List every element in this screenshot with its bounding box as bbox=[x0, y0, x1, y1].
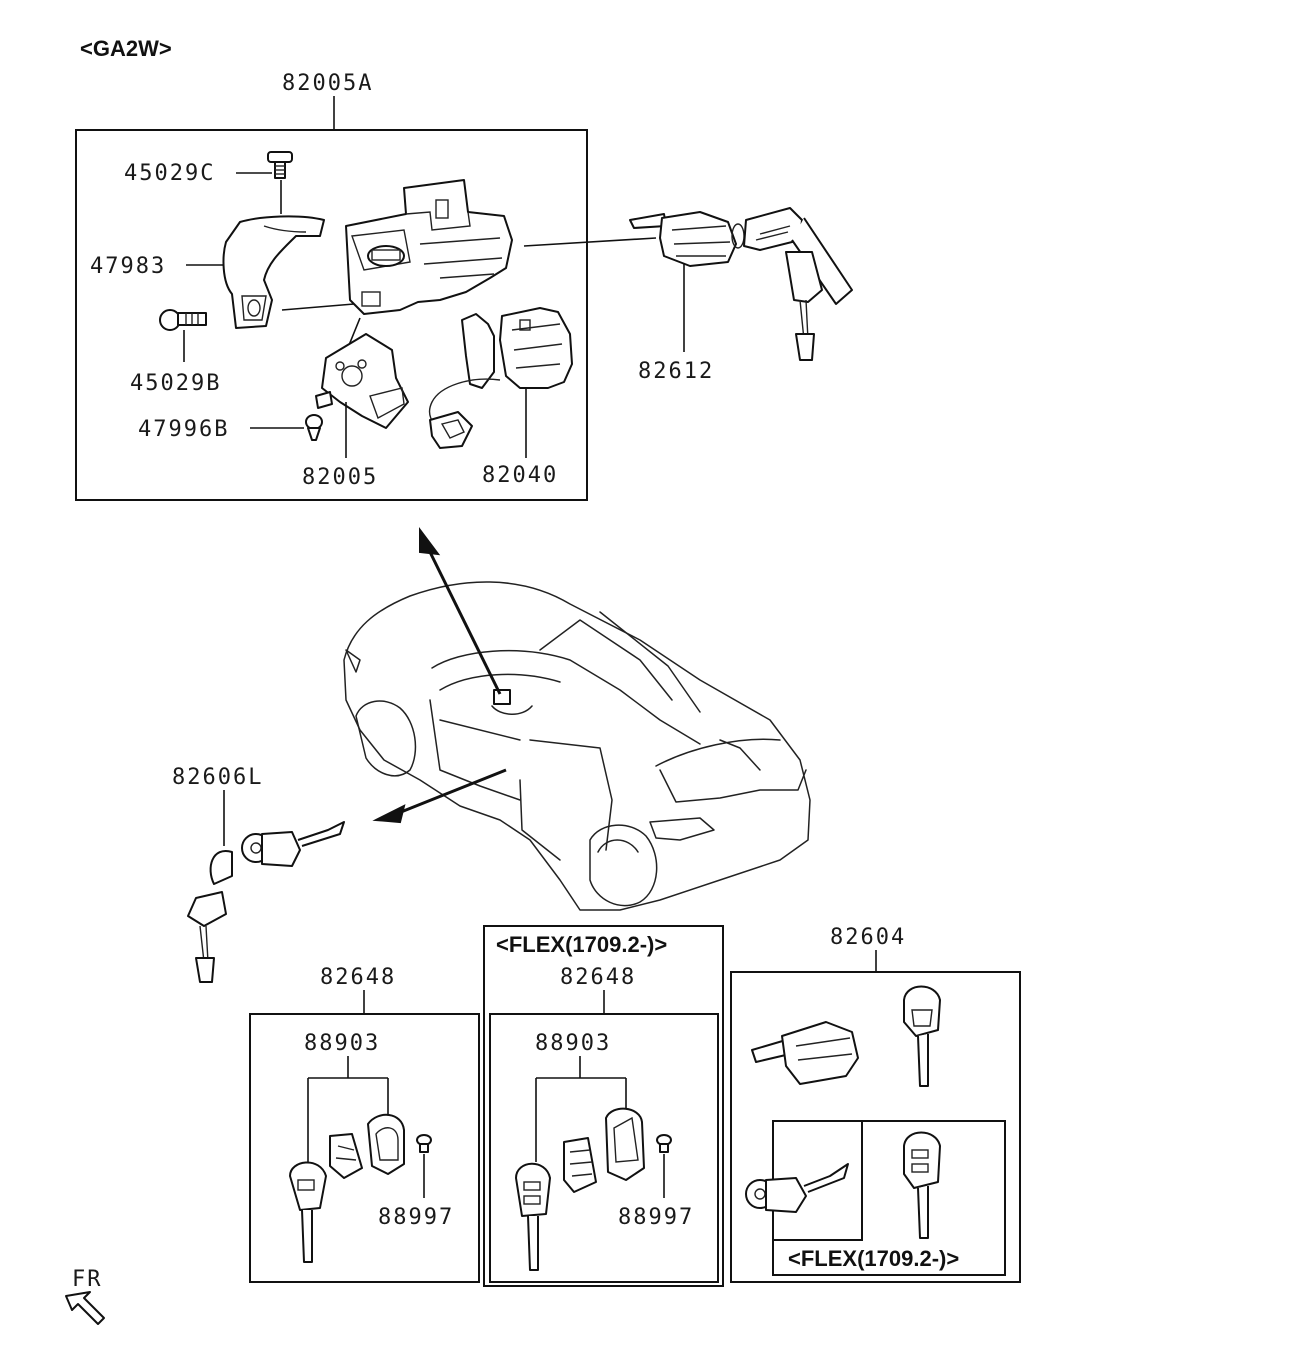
kit1-screw-88997-shape bbox=[416, 1134, 432, 1153]
kit2-leader-88903 bbox=[535, 1056, 627, 1162]
part-label-45029B[interactable]: 45029B bbox=[130, 371, 221, 396]
kit2-inner-frame bbox=[489, 1013, 719, 1283]
pointer-arrow-to-ignition bbox=[419, 527, 502, 695]
kit2-outer-frame bbox=[483, 925, 724, 1287]
part-label-47996B[interactable]: 47996B bbox=[138, 417, 229, 442]
kit2-label-82648[interactable]: 82648 bbox=[560, 965, 636, 990]
kit3-inner-divider bbox=[773, 1121, 863, 1241]
kit3-flex-key-shape bbox=[903, 1131, 941, 1239]
kit2-screw-88997-shape bbox=[656, 1134, 672, 1153]
model-code-label: <GA2W> bbox=[80, 36, 172, 61]
vehicle-outline bbox=[343, 581, 811, 911]
part-label-47983[interactable]: 47983 bbox=[90, 254, 166, 279]
part-label-82606L[interactable]: 82606L bbox=[172, 765, 263, 790]
kit3-door-lock-shape bbox=[745, 1163, 849, 1213]
kit2-flex-label: <FLEX(1709.2-)> bbox=[496, 932, 667, 957]
leader-body-to-cylinder bbox=[523, 237, 657, 247]
kit1-remote-key-shape bbox=[289, 1114, 405, 1263]
kit1-frame bbox=[249, 1013, 480, 1283]
screw-45029C-shape bbox=[267, 151, 293, 214]
kit1-label-88997[interactable]: 88997 bbox=[378, 1205, 454, 1230]
part-label-82612[interactable]: 82612 bbox=[638, 359, 714, 384]
kit1-label-88903[interactable]: 88903 bbox=[304, 1031, 380, 1056]
screw-47996B-shape bbox=[305, 414, 323, 441]
screw-45029B-shape bbox=[159, 309, 207, 331]
door-lock-82606L-shape bbox=[187, 821, 345, 983]
kit3-frame bbox=[730, 971, 1021, 1283]
steering-lock-body-shape bbox=[345, 179, 513, 315]
pointer-arrow-to-door-lock bbox=[372, 768, 507, 824]
kit2-label-88997[interactable]: 88997 bbox=[618, 1205, 694, 1230]
lock-cylinder-82612-shape bbox=[629, 207, 853, 361]
orientation-label: FR bbox=[72, 1267, 103, 1292]
kit3-cylinder-shape bbox=[751, 1021, 859, 1085]
kit3-flex-label: <FLEX(1709.2-)> bbox=[788, 1246, 959, 1271]
kit3-label-82604[interactable]: 82604 bbox=[830, 925, 906, 950]
assembly-frame-82005A bbox=[75, 129, 588, 501]
ignition-switch-82005-shape bbox=[315, 333, 409, 429]
kit2-label-88903[interactable]: 88903 bbox=[535, 1031, 611, 1056]
cover-47983-shape bbox=[222, 215, 325, 329]
part-label-45029C[interactable]: 45029C bbox=[124, 161, 215, 186]
part-label-82040[interactable]: 82040 bbox=[482, 463, 558, 488]
kit3-key-shape bbox=[903, 985, 941, 1087]
orientation-arrow-icon bbox=[65, 1291, 105, 1325]
immobilizer-82040-shape bbox=[428, 307, 573, 449]
kit1-leader-88903 bbox=[307, 1056, 389, 1166]
leader-cover-to-body bbox=[281, 303, 355, 311]
part-label-82005A[interactable]: 82005A bbox=[282, 71, 373, 96]
kit2-remote-key-shape bbox=[515, 1107, 645, 1271]
part-label-82005[interactable]: 82005 bbox=[302, 465, 378, 490]
kit1-label-82648[interactable]: 82648 bbox=[320, 965, 396, 990]
